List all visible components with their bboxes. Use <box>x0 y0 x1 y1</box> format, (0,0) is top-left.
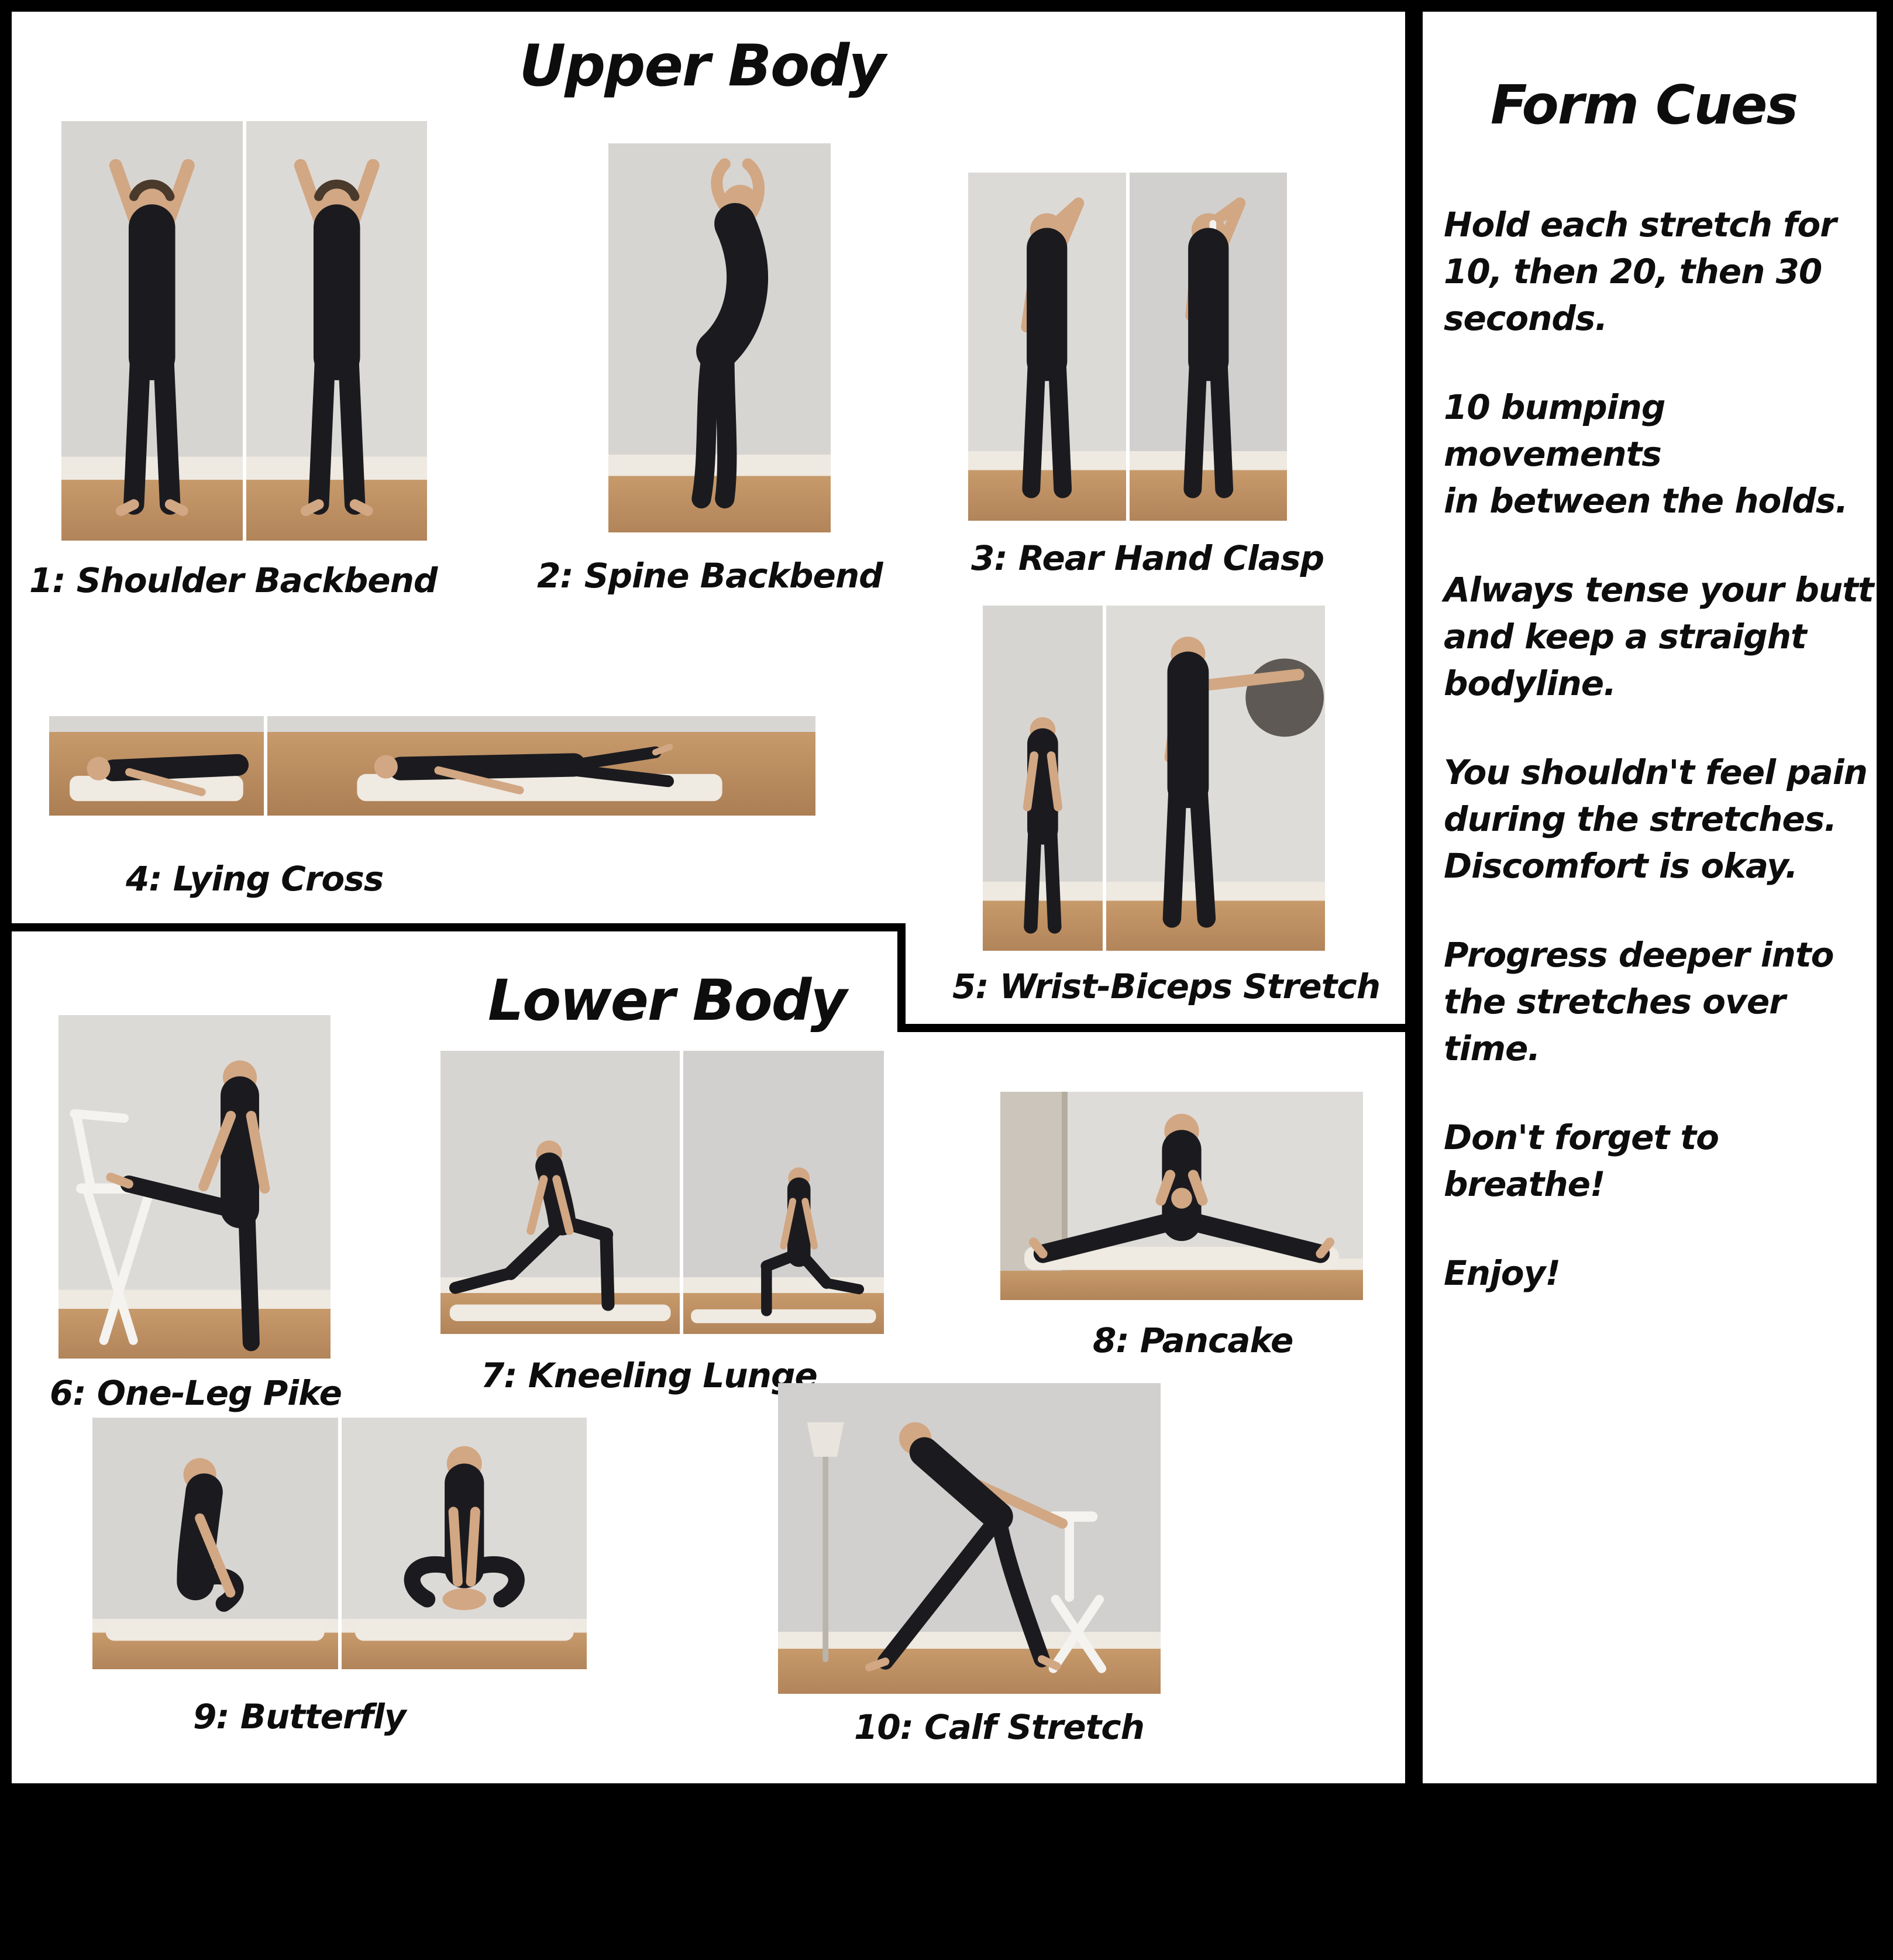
photo-panel <box>1106 606 1325 951</box>
photo-lying-cross <box>49 716 815 816</box>
exercise-label-calf-stretch: 10: Calf Stretch <box>854 1707 1145 1747</box>
photo-panel <box>778 1383 1161 1694</box>
frame-right <box>1877 0 1893 1783</box>
cue-line: 10 bumping movements <box>1444 387 1665 474</box>
lower-body-title: Lower Body <box>487 968 847 1033</box>
cue-no-pain: You shouldn't feel pain during the stret… <box>1444 749 1874 889</box>
photo-pancake <box>1000 1092 1363 1300</box>
section-border-vertical-step <box>897 923 906 1032</box>
figure-arms-up-silhouette <box>246 121 428 541</box>
photo-one-leg-pike <box>58 1015 331 1359</box>
exercise-label-butterfly: 9: Butterfly <box>193 1697 407 1737</box>
figure-backbend-silhouette <box>608 143 831 532</box>
photo-panel <box>246 121 428 541</box>
figure-butterfly-front-silhouette <box>342 1418 587 1669</box>
exercise-label-wrist-biceps-stretch: 5: Wrist-Biceps Stretch <box>952 967 1381 1006</box>
figure-pancake-silhouette <box>1000 1092 1363 1300</box>
frame-left <box>0 0 12 1783</box>
cue-line: 10, then 20, then 30 <box>1444 252 1822 291</box>
figure-lying-head-silhouette <box>49 716 264 816</box>
exercise-label-rear-hand-clasp: 3: Rear Hand Clasp <box>971 538 1324 578</box>
figure-kneeling-lunge-upright-silhouette <box>683 1051 884 1334</box>
form-cues-text: Hold each stretch for 10, then 20, then … <box>1444 201 1874 1339</box>
photo-panel <box>983 606 1103 951</box>
photo-panel <box>440 1051 680 1334</box>
figure-butterfly-side-silhouette <box>92 1418 338 1669</box>
cue-line: during the stretches. <box>1444 799 1837 839</box>
cue-line: and keep a straight <box>1444 617 1807 656</box>
cue-hold-durations: Hold each stretch for 10, then 20, then … <box>1444 201 1874 342</box>
cue-line: the stretches over time. <box>1444 982 1786 1068</box>
photo-panel <box>267 716 815 816</box>
upper-body-title: Upper Body <box>519 33 886 99</box>
cue-line: Discomfort is okay. <box>1444 846 1798 886</box>
photo-shoulder-backbend <box>61 121 427 541</box>
photo-butterfly <box>92 1418 587 1669</box>
photo-calf-stretch <box>778 1383 1161 1694</box>
photo-spine-backbend <box>608 143 831 532</box>
cue-line: Hold each stretch for <box>1444 205 1837 245</box>
bottom-black-band <box>0 1783 1893 1960</box>
photo-panel <box>92 1418 338 1669</box>
photo-panel <box>1129 173 1288 521</box>
cue-line: Always tense your butt <box>1444 570 1874 610</box>
photo-panel <box>1000 1092 1363 1300</box>
photo-panel <box>608 143 831 532</box>
form-cues-title: Form Cues <box>1490 74 1798 136</box>
figure-hand-clasp-back-silhouette <box>1130 173 1288 521</box>
figure-hand-clasp-front-silhouette <box>968 173 1126 521</box>
section-border-horizontal-right <box>897 1024 1405 1032</box>
sidebar-divider <box>1405 0 1423 1783</box>
figure-kneeling-lunge-low-silhouette <box>440 1051 680 1334</box>
cue-line: Enjoy! <box>1444 1253 1561 1293</box>
cue-line: You shouldn't feel pain <box>1444 752 1868 792</box>
cue-line: Don't forget to breathe! <box>1444 1117 1719 1204</box>
cue-enjoy: Enjoy! <box>1444 1250 1874 1297</box>
photo-rear-hand-clasp <box>968 173 1287 521</box>
figure-lying-silhouette <box>267 716 815 816</box>
exercise-label-shoulder-backbend: 1: Shoulder Backbend <box>29 561 438 600</box>
photo-wrist-biceps-stretch <box>983 606 1325 951</box>
exercise-label-one-leg-pike: 6: One-Leg Pike <box>50 1373 342 1413</box>
figure-calf-stretch-silhouette <box>778 1383 1161 1694</box>
frame-top <box>0 0 1893 12</box>
photo-panel <box>968 173 1126 521</box>
cue-bumping-movements: 10 bumping movements in between the hold… <box>1444 384 1874 524</box>
cue-breathe: Don't forget to breathe! <box>1444 1114 1874 1208</box>
exercise-label-pancake: 8: Pancake <box>1093 1321 1293 1360</box>
photo-panel <box>61 121 243 541</box>
cue-progress-deeper: Progress deeper into the stretches over … <box>1444 931 1874 1072</box>
exercise-label-spine-backbend: 2: Spine Backbend <box>537 556 883 596</box>
photo-panel <box>49 716 264 816</box>
figure-wall-push-silhouette <box>1106 606 1325 951</box>
photo-panel <box>58 1015 331 1359</box>
photo-panel <box>341 1418 587 1669</box>
cue-line: Progress deeper into <box>1444 935 1834 975</box>
photo-kneeling-lunge <box>440 1051 884 1334</box>
cue-line: bodyline. <box>1444 663 1616 703</box>
section-border-horizontal-left <box>0 923 906 931</box>
exercise-label-kneeling-lunge: 7: Kneeling Lunge <box>481 1356 818 1395</box>
exercise-label-lying-cross: 4: Lying Cross <box>126 859 384 899</box>
figure-arms-up-silhouette <box>61 121 243 541</box>
cue-line: seconds. <box>1444 298 1608 338</box>
cue-tense-butt: Always tense your butt and keep a straig… <box>1444 566 1874 707</box>
photo-panel <box>683 1051 884 1334</box>
figure-one-leg-pike-silhouette <box>58 1015 331 1359</box>
figure-standing-silhouette <box>983 606 1103 951</box>
cue-line: in between the holds. <box>1444 481 1848 521</box>
